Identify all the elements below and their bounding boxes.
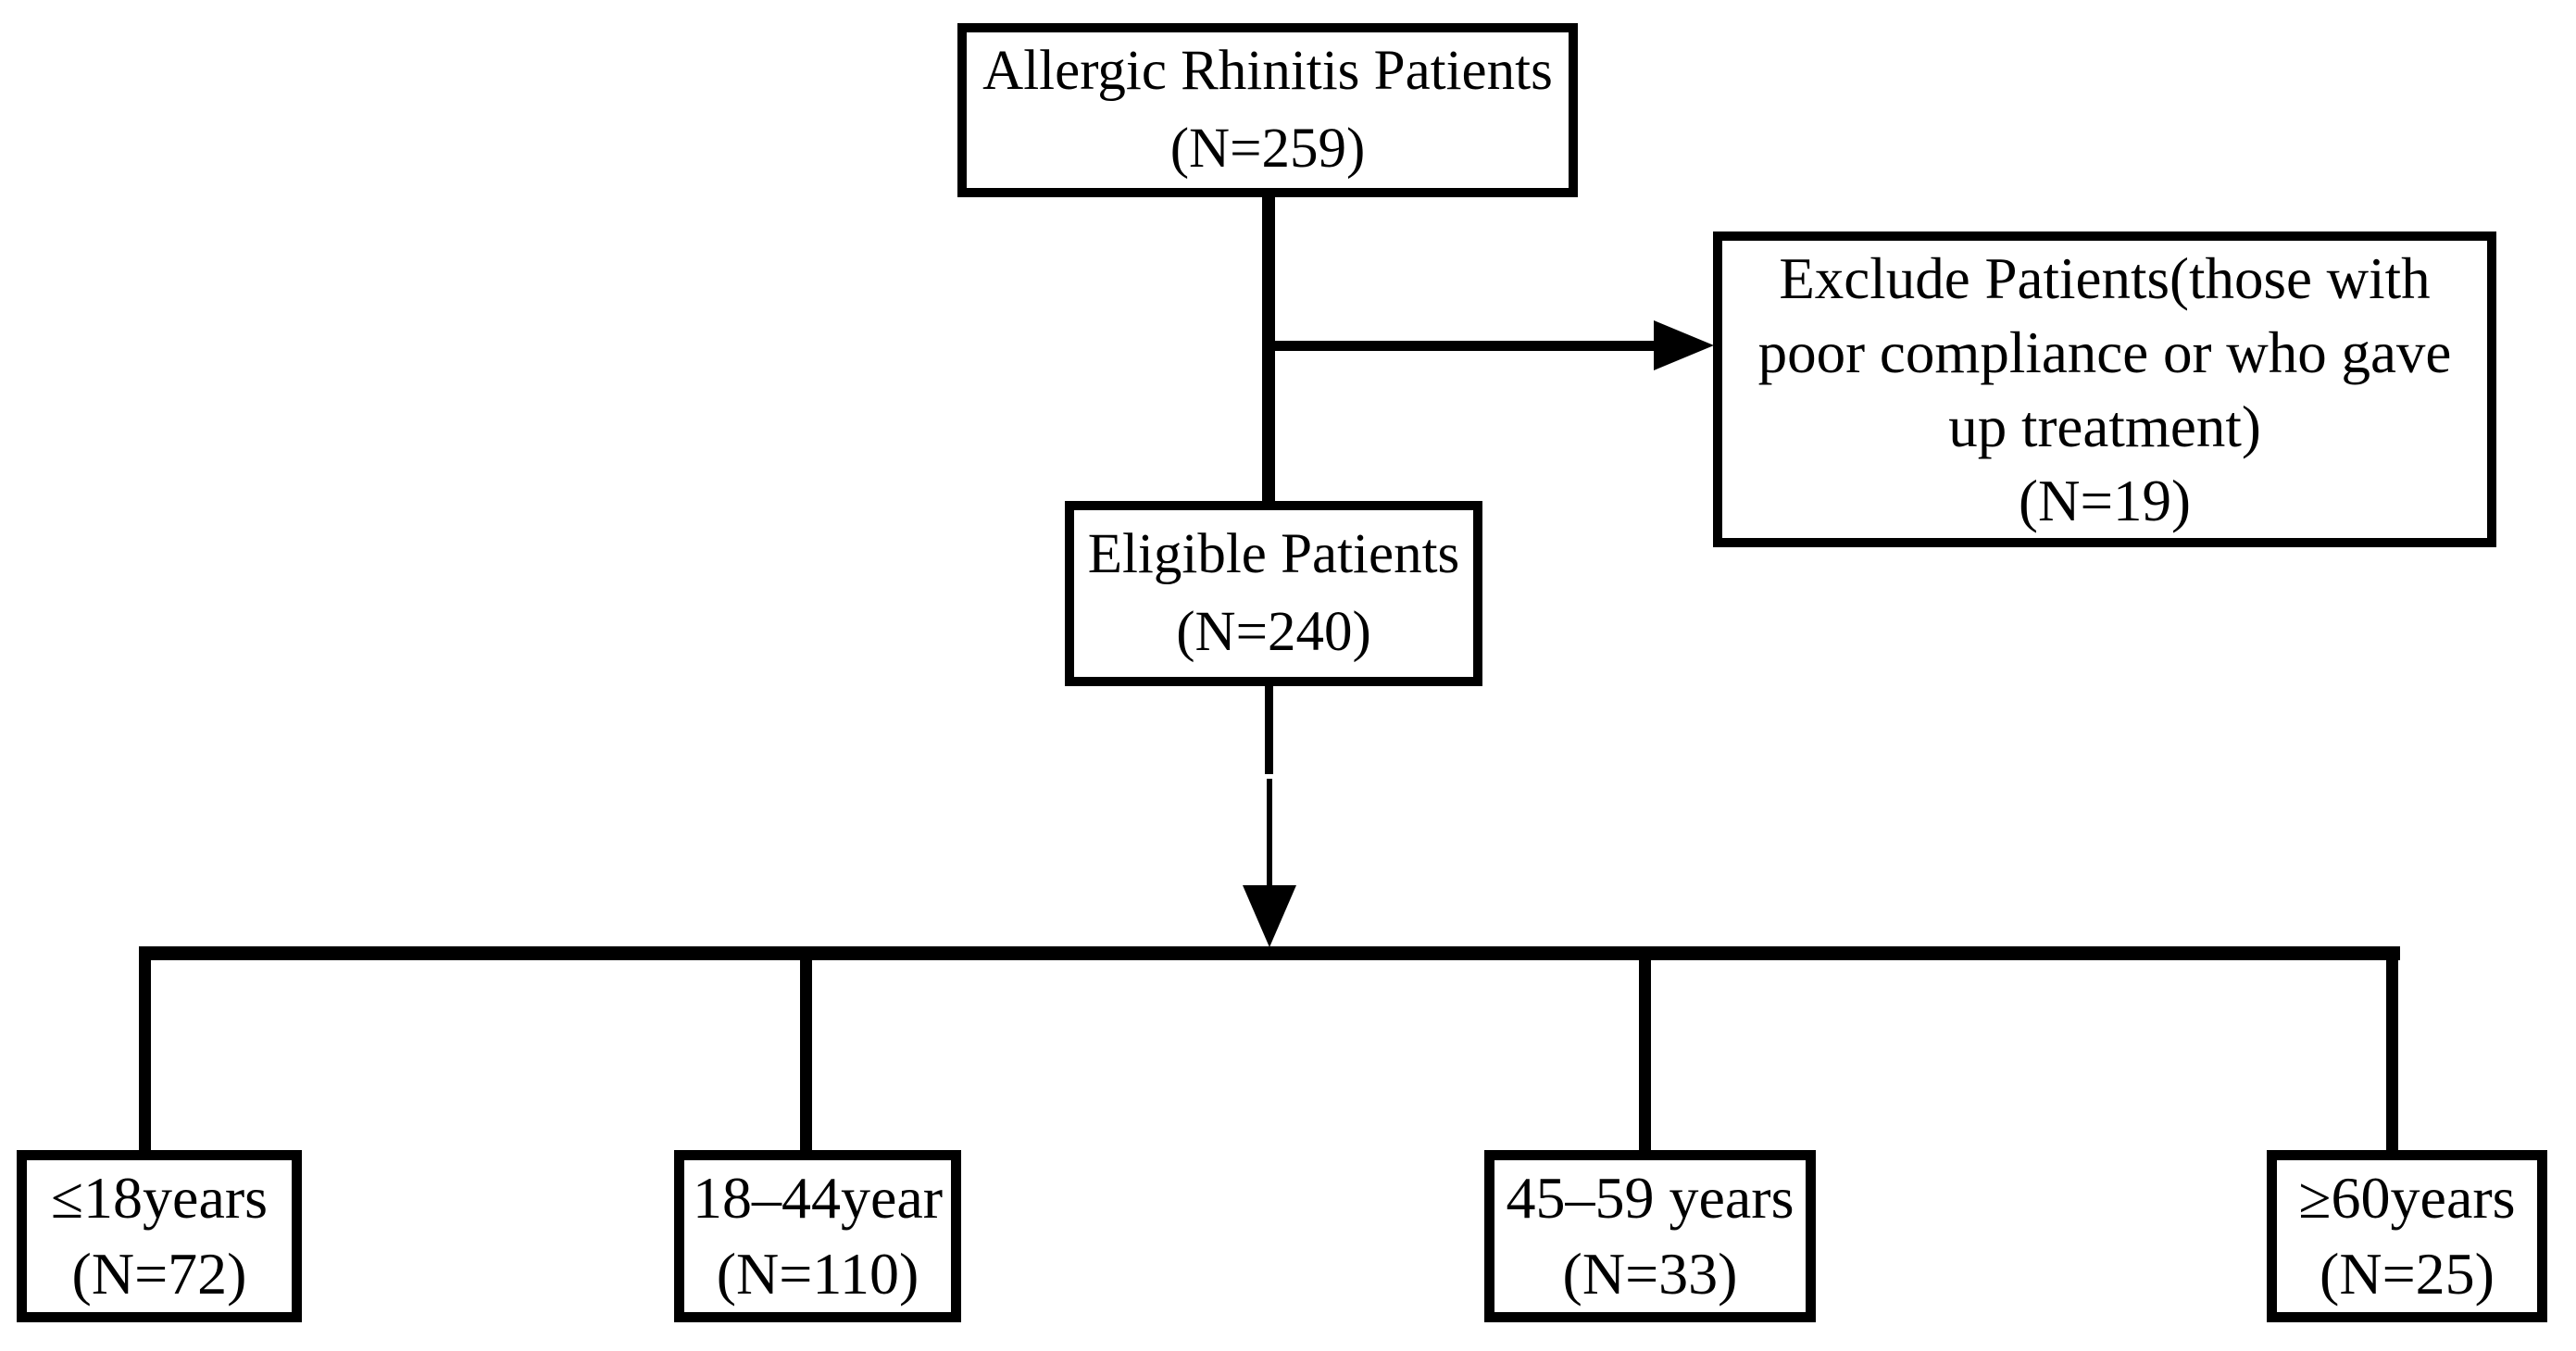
- connector-eligible-down-lower: [1267, 779, 1272, 886]
- node-eligible-patients: Eligible Patients (N=240): [1065, 501, 1482, 686]
- node-count: (N=25): [2320, 1241, 2495, 1307]
- arrowhead-down-icon: [1243, 885, 1296, 947]
- arrowhead-right-icon: [1654, 320, 1714, 370]
- node-count: (N=259): [1169, 118, 1366, 180]
- connector-stub-age-60-plus: [2386, 960, 2398, 1151]
- node-count: (N=240): [1176, 601, 1371, 663]
- node-count: (N=19): [2019, 468, 2191, 533]
- node-age-under-18: ≤18years (N=72): [17, 1150, 302, 1322]
- node-title: 18–44year: [692, 1165, 944, 1231]
- connector-eligible-down-upper: [1265, 686, 1273, 774]
- connector-stub-age-45-59: [1639, 960, 1651, 1151]
- node-count: (N=110): [716, 1241, 919, 1307]
- node-age-60-plus: ≥60years (N=25): [2267, 1150, 2547, 1322]
- connector-stub-age-18-44: [800, 960, 812, 1151]
- node-title: ≤18years: [50, 1165, 269, 1231]
- connector-age-branch-rail: [139, 946, 2400, 960]
- node-title: Allergic Rhinitis Patients: [982, 40, 1553, 102]
- node-title-line-3: up treatment): [1948, 394, 2261, 459]
- node-title-line-1: Exclude Patients(those with: [1779, 245, 2431, 311]
- node-title-line-2: poor compliance or who gave: [1757, 319, 2452, 385]
- node-title: 45–59 years: [1506, 1165, 1794, 1231]
- node-age-45-59: 45–59 years (N=33): [1484, 1150, 1816, 1322]
- node-age-18-44: 18–44year (N=110): [674, 1150, 961, 1322]
- connector-branch-to-excluded: [1269, 341, 1656, 351]
- node-count: (N=72): [71, 1241, 247, 1307]
- node-count: (N=33): [1562, 1241, 1738, 1307]
- node-title: ≥60years: [2298, 1165, 2516, 1231]
- connector-stub-age-under-18: [139, 960, 151, 1151]
- node-allergic-rhinitis-patients: Allergic Rhinitis Patients (N=259): [957, 23, 1578, 197]
- node-excluded-patients: Exclude Patients(those with poor complia…: [1713, 231, 2496, 547]
- node-title: Eligible Patients: [1087, 523, 1460, 585]
